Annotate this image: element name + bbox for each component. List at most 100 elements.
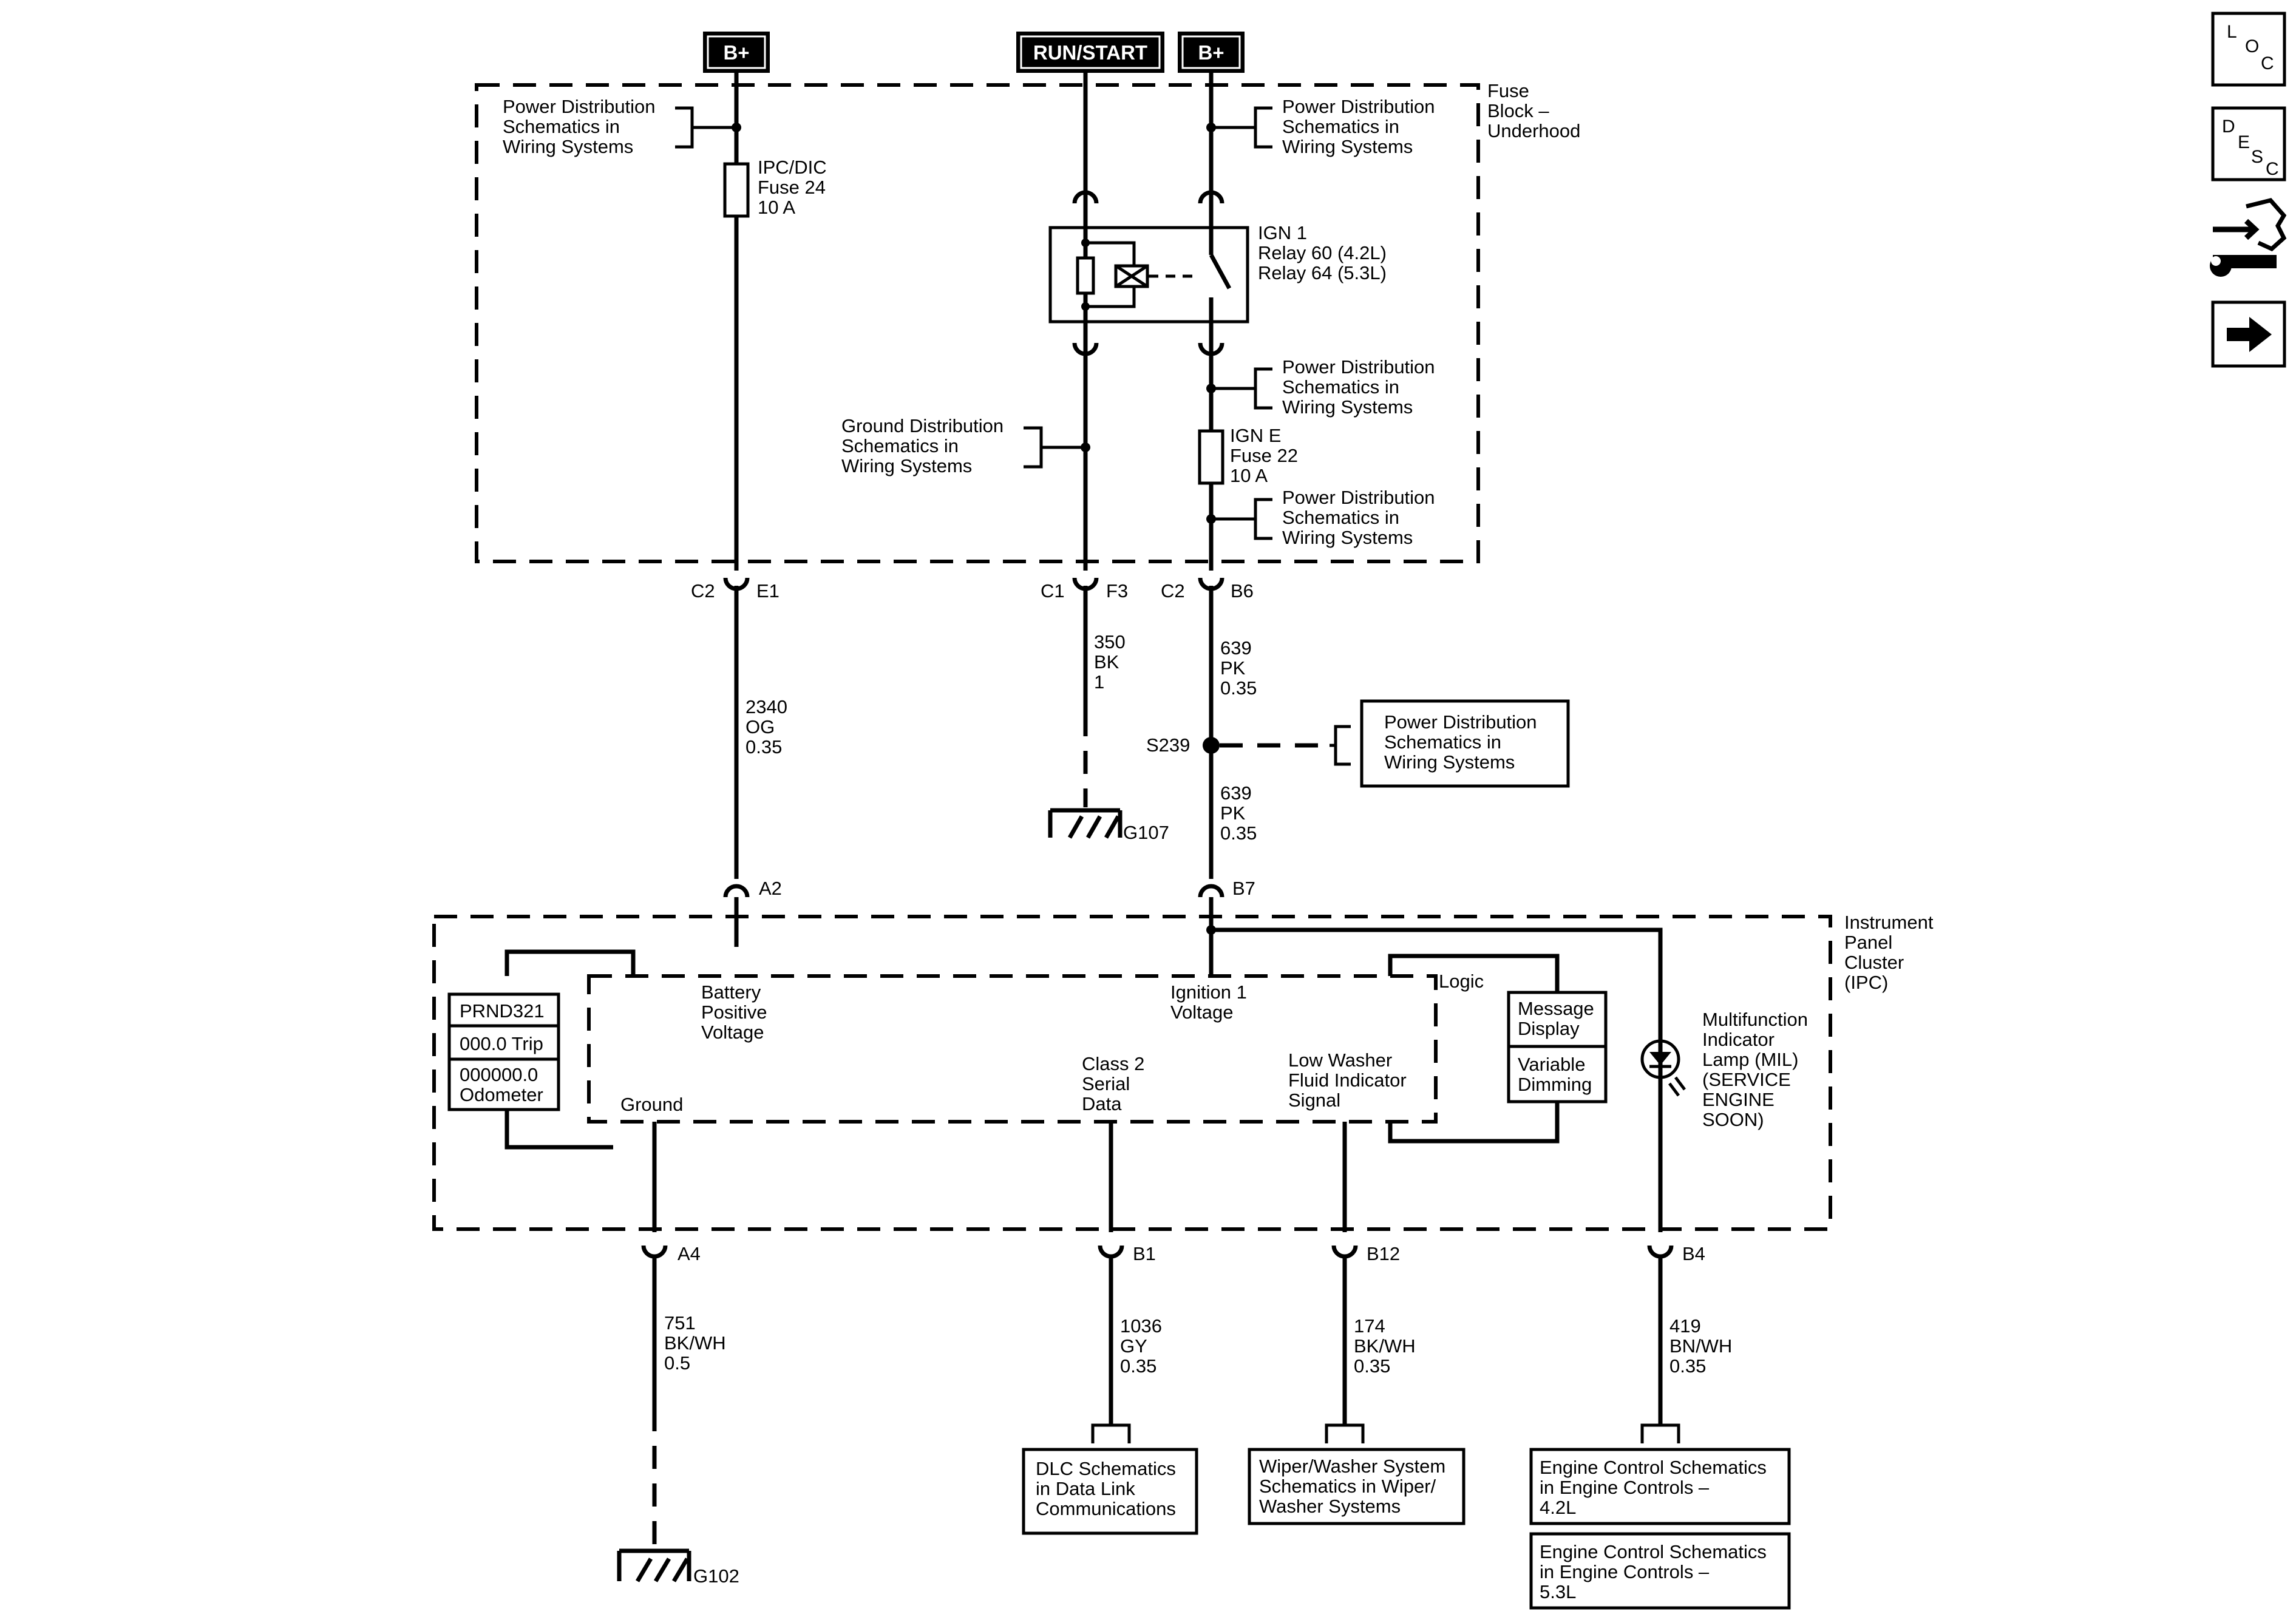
b-plus-right-source: B+	[1178, 32, 1245, 73]
pd-ref-2: Power Distribution Schematics in Wiring …	[1282, 96, 1440, 157]
connector-c2-b6: C2 B6	[1161, 577, 1254, 602]
svg-text:A2: A2	[759, 878, 782, 899]
svg-text:S239: S239	[1146, 734, 1190, 756]
svg-text:O: O	[2245, 36, 2259, 56]
svg-text:DLC Schematics in Data L: DLC Schematics in Data Link Communicatio…	[1036, 1458, 1181, 1519]
svg-text:Power Distribution Schem: Power Distribution Schematics in Wiring …	[1384, 711, 1542, 773]
pd-ref-4: Power Distribution Schematics in Wiring …	[1282, 487, 1440, 548]
svg-text:L: L	[2227, 22, 2237, 42]
ground-g107: G107	[1048, 808, 1169, 843]
ign-e-feed	[1198, 352, 1272, 571]
svg-text:751 BK/WH 0.5: 751 BK/WH 0.5	[664, 1312, 731, 1374]
splice-s239: S239 Power Distribution Schematics in Wi…	[1146, 699, 1570, 788]
svg-text:G107: G107	[1123, 822, 1169, 843]
connector-tools-icon[interactable]	[2210, 198, 2287, 277]
mil-label: Multifunction Indicator Lamp (MIL) (SERV…	[1702, 1009, 1813, 1130]
b-plus-left-source: B+	[703, 32, 770, 73]
svg-text:C1: C1	[1041, 580, 1065, 602]
logic-label: Logic	[1439, 971, 1484, 992]
svg-text:E: E	[2238, 132, 2250, 152]
mil-lamp-icon	[1640, 1039, 1686, 1097]
svg-text:D: D	[2222, 117, 2235, 137]
ign1-relay	[1048, 73, 1272, 356]
fuse-24-label: IPC/DIC Fuse 24 10 A	[758, 157, 832, 218]
svg-text:F3: F3	[1106, 580, 1128, 602]
svg-text:Odometer: Odometer	[460, 1084, 543, 1105]
svg-text:Engine Control Schematics: Engine Control Schematics in Engine Cont…	[1540, 1541, 1772, 1602]
run-start-ground-feed	[1024, 352, 1090, 571]
message-dimming-block: Message Display Variable Dimming	[1507, 991, 1608, 1103]
dlc-reference-box[interactable]: DLC Schematics in Data Link Communicatio…	[1022, 1448, 1198, 1535]
svg-text:A4: A4	[678, 1243, 701, 1264]
desc-button[interactable]: D E S C	[2211, 106, 2286, 181]
svg-text:639 PK 0.35: 639 PK 0.35	[1220, 782, 1257, 844]
ipc-internal-logic	[587, 974, 1438, 1124]
connector-b7: B7	[1198, 878, 1255, 917]
driver-information-display: PRND321 000.0 Trip 000000.0 Odometer	[447, 992, 560, 1111]
ipc-outline	[432, 915, 1832, 1231]
class2-label: Class 2 Serial Data	[1082, 1053, 1150, 1114]
wire-1036: 1036 GY 0.35	[1091, 1256, 1167, 1443]
connector-c1-f3: C1 F3	[1041, 577, 1128, 602]
connector-b12: B12	[1331, 1243, 1400, 1264]
ground-g102: G102	[617, 1548, 739, 1587]
svg-text:B4: B4	[1682, 1243, 1705, 1264]
svg-text:C: C	[2261, 53, 2274, 73]
gnd-ref: Ground Distribution Schematics in Wiring…	[841, 415, 1009, 476]
connector-a2: A2	[723, 878, 782, 917]
fuse-block-name: Fuse Block – Underhood	[1487, 80, 1580, 141]
svg-text:B6: B6	[1231, 580, 1254, 602]
pd-ref-3: Power Distribution Schematics in Wiring …	[1282, 356, 1440, 418]
svg-text:174 BK/WH 0.35: 174 BK/WH 0.35	[1354, 1315, 1421, 1377]
fuse-block-outline	[475, 83, 1480, 563]
svg-text:B7: B7	[1232, 878, 1255, 899]
fuse-22-label: IGN E Fuse 22 10 A	[1230, 425, 1303, 486]
next-button[interactable]	[2211, 300, 2286, 368]
wire-639-upper: 639 PK 0.35 639 PK 0.35	[1209, 586, 1257, 879]
wire-350: 350 BK 1	[1083, 586, 1130, 807]
pd-ref-1: Power Distribution Schematics in Wiring …	[503, 96, 661, 157]
svg-text:B+: B+	[723, 41, 749, 64]
svg-text:C2: C2	[691, 580, 715, 602]
wiper-washer-reference-box[interactable]: Wiper/Washer System Schematics in Wiper/…	[1248, 1448, 1466, 1525]
svg-text:B+: B+	[1198, 41, 1224, 64]
wire-2340: 2340 OG 0.35	[734, 586, 793, 879]
svg-text:Message: Message	[1518, 998, 1594, 1019]
washer-signal-label: Low Washer Fluid Indicator Signal	[1288, 1049, 1411, 1111]
wire-174: 174 BK/WH 0.35	[1325, 1256, 1421, 1443]
loc-button[interactable]: L O C	[2211, 12, 2286, 87]
svg-text:1036 GY 0.35: 1036 GY 0.35	[1120, 1315, 1167, 1377]
svg-text:Display: Display	[1518, 1018, 1580, 1039]
svg-text:000.0 Trip: 000.0 Trip	[460, 1033, 543, 1054]
ipc-name: Instrument Panel Cluster (IPC)	[1844, 912, 1938, 993]
svg-text:2340 OG 0.35: 2340 OG 0.35	[746, 696, 793, 758]
battery-positive-label: Battery Positive Voltage	[701, 981, 772, 1043]
svg-text:B1: B1	[1133, 1243, 1156, 1264]
svg-text:G102: G102	[693, 1565, 739, 1587]
svg-text:639 PK 0.35: 639 PK 0.35	[1220, 637, 1257, 699]
svg-text:Engine Control Schematics: Engine Control Schematics in Engine Cont…	[1540, 1457, 1772, 1518]
ground-label: Ground	[620, 1094, 683, 1115]
connector-b1: B1	[1098, 1243, 1156, 1264]
svg-text:B12: B12	[1367, 1243, 1400, 1264]
ipc-dic-feed	[675, 73, 750, 571]
connector-b4: B4	[1647, 1243, 1705, 1264]
svg-text:C: C	[2266, 159, 2279, 179]
svg-text:Wiper/Washer System Sche: Wiper/Washer System Schematics in Wiper/…	[1259, 1456, 1451, 1517]
engine-control-42-reference-box[interactable]: Engine Control Schematics in Engine Cont…	[1529, 1448, 1791, 1525]
svg-text:Variable: Variable	[1518, 1054, 1585, 1075]
engine-control-53-reference-box[interactable]: Engine Control Schematics in Engine Cont…	[1529, 1532, 1791, 1610]
svg-text:S: S	[2251, 147, 2263, 167]
svg-text:Dimming: Dimming	[1518, 1074, 1592, 1095]
arrow-right-icon	[2227, 317, 2272, 352]
svg-text:419 BN/WH 0.35: 419 BN/WH 0.35	[1669, 1315, 1737, 1377]
relay-label: IGN 1 Relay 60 (4.2L) Relay 64 (5.3L)	[1258, 222, 1392, 283]
svg-text:E1: E1	[756, 580, 779, 602]
svg-text:RUN/START: RUN/START	[1033, 41, 1147, 64]
wire-751: 751 BK/WH 0.5	[652, 1256, 731, 1551]
svg-text:000000.0: 000000.0	[460, 1064, 538, 1085]
svg-text:C2: C2	[1161, 580, 1185, 602]
svg-text:350 BK 1: 350 BK 1	[1094, 631, 1130, 693]
run-start-source: RUN/START	[1016, 32, 1164, 73]
